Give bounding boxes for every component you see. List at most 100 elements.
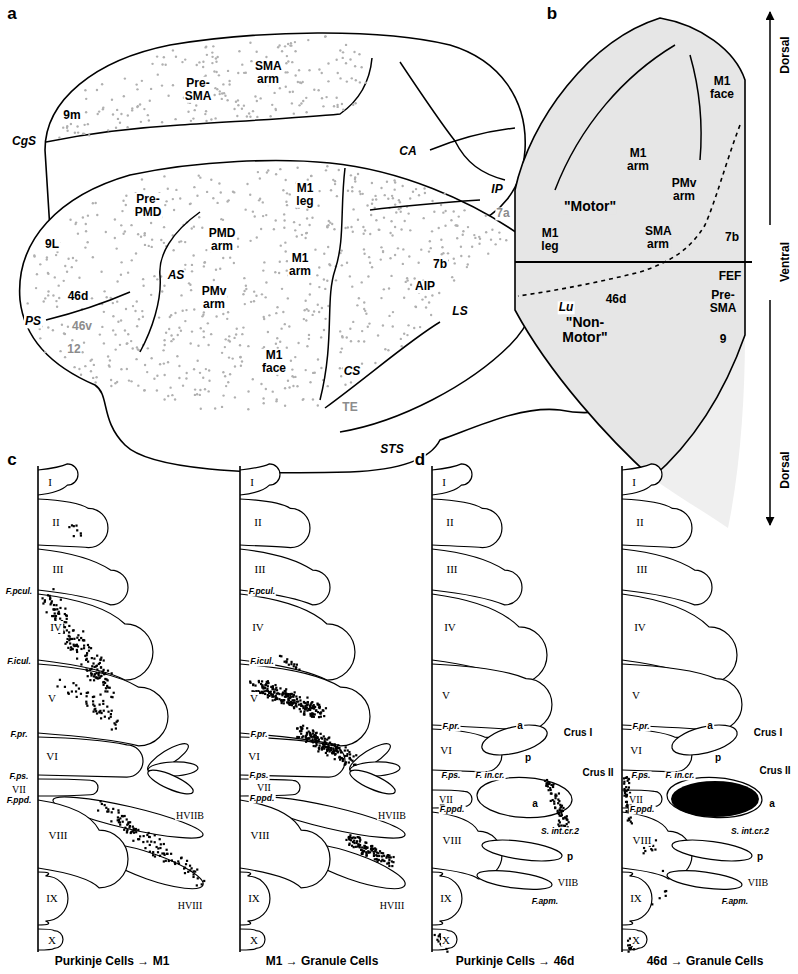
- stipple-dot: [214, 117, 216, 119]
- cell-dot: [87, 675, 89, 677]
- cell-dot: [437, 940, 439, 942]
- stipple-dot: [368, 256, 370, 258]
- cell-dot: [299, 699, 301, 701]
- stipple-dot: [184, 264, 186, 266]
- stipple-dot: [312, 398, 314, 400]
- cell-dot: [66, 638, 68, 640]
- cell-dot: [122, 821, 124, 823]
- stipple-dot: [163, 398, 165, 400]
- stipple-dot: [287, 60, 289, 62]
- cell-dot: [85, 701, 87, 703]
- stipple-dot: [127, 114, 129, 116]
- stipple-dot: [364, 310, 366, 312]
- cell-dot: [334, 754, 336, 756]
- cell-dot: [80, 693, 82, 695]
- stipple-dot: [114, 333, 116, 335]
- cell-dot: [73, 535, 75, 537]
- cell-dot: [149, 836, 151, 838]
- cell-dot: [98, 675, 100, 677]
- stipple-dot: [198, 216, 200, 218]
- cell-dot: [339, 756, 341, 758]
- stipple-dot: [215, 57, 217, 59]
- cell-dot: [375, 848, 377, 850]
- cell-dot: [118, 811, 120, 813]
- cell-dot: [325, 707, 327, 709]
- cell-dot: [93, 658, 95, 660]
- stipple-dot: [172, 84, 174, 86]
- cell-dot: [126, 818, 128, 820]
- cell-dot: [287, 697, 289, 699]
- stipple-dot: [94, 381, 96, 383]
- cell-dot: [69, 636, 71, 638]
- stipple-dot: [351, 190, 353, 192]
- cell-dot: [124, 827, 126, 829]
- cell-dot: [553, 800, 555, 802]
- stipple-dot: [290, 44, 292, 46]
- stipple-dot: [167, 188, 169, 190]
- stipple-dot: [299, 81, 301, 83]
- stipple-dot: [101, 326, 103, 328]
- stipple-dot: [380, 187, 382, 189]
- stipple-dot: [203, 330, 205, 332]
- cell-dot: [274, 699, 276, 701]
- cell-dot: [135, 831, 137, 833]
- cell-dot: [285, 660, 287, 662]
- stipple-dot: [431, 230, 433, 232]
- cell-dot: [308, 737, 310, 739]
- stipple-dot: [412, 191, 414, 193]
- cell-dot: [306, 732, 308, 734]
- stipple-dot: [200, 327, 202, 329]
- stipple-dot: [317, 404, 319, 406]
- stipple-dot: [127, 271, 129, 273]
- flat-map: [515, 12, 770, 528]
- stipple-dot: [143, 108, 145, 110]
- cell-dot: [54, 612, 56, 614]
- cell-dot: [312, 733, 314, 735]
- cell-dot: [300, 733, 302, 735]
- cell-dot: [157, 851, 159, 853]
- motor-boundary: [518, 125, 740, 296]
- stipple-dot: [114, 237, 116, 239]
- stipple-dot: [120, 224, 122, 226]
- stipple-dot: [294, 74, 296, 76]
- cell-dot: [107, 808, 109, 810]
- stipple-dot: [265, 281, 267, 283]
- cell-dot: [103, 684, 105, 686]
- cell-dot: [89, 679, 91, 681]
- stipple-dot: [199, 389, 201, 391]
- stipple-dot: [327, 385, 329, 387]
- stipple-dot: [215, 268, 217, 270]
- stipple-dot: [236, 328, 238, 330]
- stipple-dot: [174, 118, 176, 120]
- cell-dot: [78, 687, 80, 689]
- lobule-outline: [240, 549, 330, 605]
- stipple-dot: [282, 311, 284, 313]
- stipple-dot: [196, 360, 198, 362]
- stipple-dot: [387, 349, 389, 351]
- stipple-dot: [149, 99, 151, 101]
- stipple-dot: [478, 236, 480, 238]
- cell-dot: [55, 615, 57, 617]
- stipple-dot: [176, 355, 178, 357]
- stipple-dot: [205, 110, 207, 112]
- cell-dot: [566, 819, 568, 821]
- stipple-dot: [92, 202, 94, 204]
- stipple-dot: [318, 311, 320, 313]
- stipple-dot: [306, 308, 308, 310]
- stipple-dot: [63, 280, 65, 282]
- stipple-dot: [115, 247, 117, 249]
- stipple-dot: [339, 367, 341, 369]
- cell-dot: [96, 712, 98, 714]
- stipple-dot: [273, 92, 275, 94]
- stipple-dot: [337, 72, 339, 74]
- cell-dot: [96, 672, 98, 674]
- stipple-dot: [332, 179, 334, 181]
- stipple-dot: [227, 199, 229, 201]
- stipple-dot: [156, 278, 158, 280]
- stipple-dot: [215, 315, 217, 317]
- cell-dot: [258, 680, 260, 682]
- stipple-dot: [179, 197, 181, 199]
- stipple-dot: [247, 345, 249, 347]
- stipple-dot: [112, 329, 114, 331]
- stipple-dot: [265, 56, 267, 58]
